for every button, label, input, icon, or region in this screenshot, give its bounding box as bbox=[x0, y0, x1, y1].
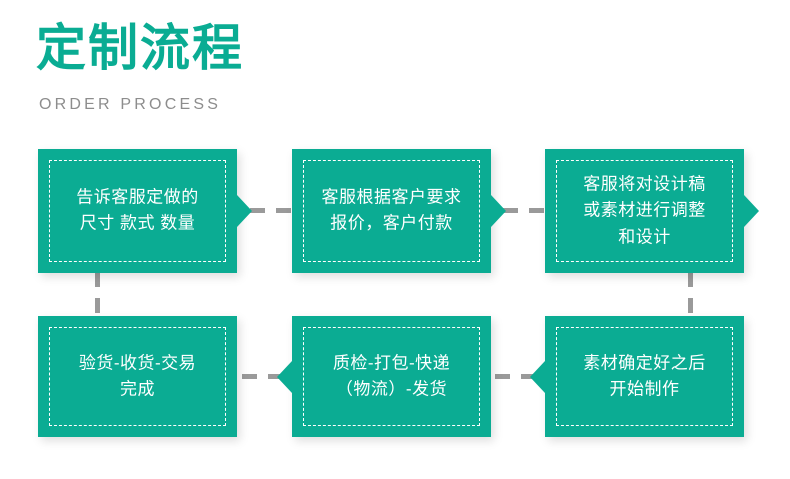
connector-step3-step6 bbox=[688, 272, 693, 320]
dashed-inner-border bbox=[556, 327, 733, 426]
connector-step1-step2 bbox=[250, 208, 294, 213]
arrow-right-icon bbox=[491, 195, 506, 227]
arrow-left-icon bbox=[277, 360, 292, 393]
flow-step-4-label: 验货-收货-交易 完成 bbox=[78, 353, 197, 399]
arrow-left-icon bbox=[530, 360, 545, 393]
flow-step-1[interactable]: 告诉客服定做的 尺寸 款式 数量 bbox=[38, 149, 252, 273]
connector-step6-step5 bbox=[495, 374, 541, 379]
dashed-inner-border bbox=[303, 327, 480, 426]
dashed-inner-border bbox=[303, 160, 480, 262]
flow-step-5[interactable]: 质检-打包-快递 （物流）-发货 bbox=[277, 316, 491, 437]
arrow-right-icon bbox=[237, 195, 252, 227]
connector-step5-step4 bbox=[242, 374, 288, 379]
flow-step-1-label: 告诉客服定做的 尺寸 款式 数量 bbox=[76, 187, 199, 233]
flow-step-4[interactable]: 验货-收货-交易 完成 bbox=[38, 316, 237, 437]
flow-step-3-label: 客服将对设计稿 或素材进行调整 和设计 bbox=[583, 174, 706, 247]
page-title: 定制流程 bbox=[36, 20, 244, 76]
page-subtitle: ORDER PROCESS bbox=[39, 96, 222, 113]
flow-step-3[interactable]: 客服将对设计稿 或素材进行调整 和设计 bbox=[545, 149, 759, 273]
flow-step-6-label: 素材确定好之后 开始制作 bbox=[583, 353, 706, 399]
connector-step2-step3 bbox=[503, 208, 547, 213]
flow-step-5-label: 质检-打包-快递 （物流）-发货 bbox=[332, 353, 451, 399]
dashed-inner-border bbox=[49, 327, 226, 426]
dashed-inner-border bbox=[556, 160, 733, 262]
dashed-inner-border bbox=[49, 160, 226, 262]
connector-step4-step1 bbox=[95, 272, 100, 318]
arrow-right-icon bbox=[744, 195, 759, 227]
flow-step-2[interactable]: 客服根据客户要求 报价，客户付款 bbox=[292, 149, 506, 273]
flow-step-6[interactable]: 素材确定好之后 开始制作 bbox=[530, 316, 744, 437]
flow-step-2-label: 客服根据客户要求 报价，客户付款 bbox=[321, 187, 462, 233]
